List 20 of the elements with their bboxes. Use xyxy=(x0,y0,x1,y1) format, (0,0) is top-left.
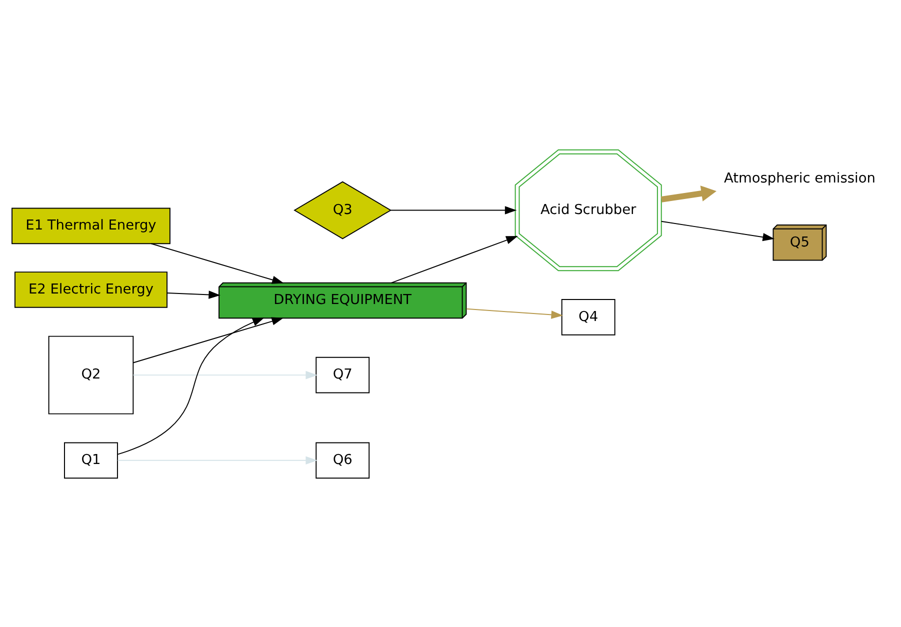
node-box: Q2 xyxy=(48,335,134,414)
arrow xyxy=(117,456,318,464)
arrow xyxy=(132,316,284,363)
node-box: Q1 xyxy=(64,442,118,478)
arrow xyxy=(166,290,220,298)
arrow xyxy=(660,220,775,241)
arrow xyxy=(390,235,518,283)
node-box: Q4 xyxy=(561,298,616,335)
arrow xyxy=(466,308,564,318)
node-box: Q7 xyxy=(316,356,370,393)
node-text: Atmospheric emission xyxy=(724,170,876,186)
arrow xyxy=(150,242,284,284)
node-box: E1 Thermal Energy xyxy=(12,207,170,244)
arrow xyxy=(660,185,716,202)
arrow xyxy=(117,317,264,454)
arrow xyxy=(132,370,318,379)
arrow xyxy=(390,206,517,214)
node-diamond: Q3 xyxy=(294,180,392,239)
node-box: Q6 xyxy=(316,442,370,478)
node-box: E2 Electric Energy xyxy=(14,271,168,308)
